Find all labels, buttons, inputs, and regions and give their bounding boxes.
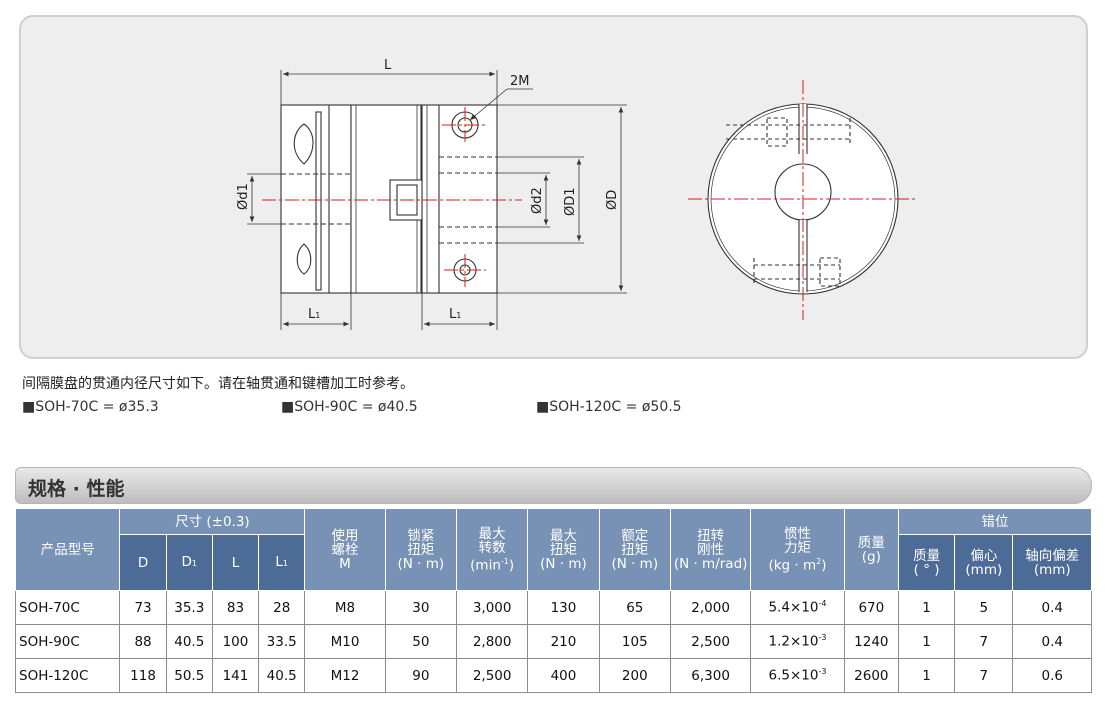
cell-L: 100 <box>211 624 260 659</box>
cell-L1: 40.5 <box>258 658 306 693</box>
teardrop-cutout-top <box>293 123 314 165</box>
table-row: SOH-120C 118 50.5 141 40.5 M12 90 2,500 … <box>14 658 1092 693</box>
bore-note: 间隔膜盘的贯通内径尺寸如下。请在轴贯通和键槽加工时参考。 <box>22 376 414 392</box>
header-rated-torque: 额定扭矩(N · m) <box>598 508 671 591</box>
header-dimensions: 尺寸 (±0.3) <box>119 508 306 535</box>
cell-axial: 0.4 <box>1012 624 1092 659</box>
section-header: 规格 · 性能 <box>15 467 1092 504</box>
dim-L1-left-label: L1 <box>308 307 320 322</box>
header-D1: D1 <box>165 534 213 591</box>
dim-2M-label: 2M <box>510 74 530 89</box>
dim-d2-label: Ød2 <box>530 187 545 214</box>
end-centerlines <box>688 80 918 320</box>
cell-max-speed: 3,000 <box>455 590 529 625</box>
header-max-speed: 最大转数(min-1) <box>455 508 529 591</box>
cell-rated-torque: 105 <box>598 624 671 659</box>
header-L1: L1 <box>258 534 306 591</box>
dim-D-label: ØD <box>605 190 620 210</box>
cell-D1: 40.5 <box>165 624 213 659</box>
header-L: L <box>211 534 260 591</box>
cell-angular: 1 <box>897 658 956 693</box>
side-dimension-labels: L 2M L1 L1 Ød1 Ød2 ØD1 ØD <box>236 58 620 322</box>
cell-max-speed: 2,500 <box>455 658 529 693</box>
dim-d1-label: Ød1 <box>236 183 251 210</box>
dim-L1-right-label: L1 <box>449 307 461 322</box>
cell-max-torque: 400 <box>527 658 600 693</box>
header-torsional-stiffness: 扭转刚性(N · m/rad) <box>669 508 752 591</box>
cell-model: SOH-90C <box>14 624 121 659</box>
cell-eccentric: 5 <box>954 590 1014 625</box>
cell-axial: 0.4 <box>1012 590 1092 625</box>
cell-axial: 0.6 <box>1012 658 1092 693</box>
cell-eccentric: 7 <box>954 624 1014 659</box>
cell-stiffness: 2,000 <box>669 590 752 625</box>
header-max-torque: 最大扭矩(N · m) <box>527 508 600 591</box>
cell-L: 83 <box>211 590 260 625</box>
bore-size-soh-90c: ■SOH-90C = ø40.5 <box>281 399 418 415</box>
cell-model: SOH-70C <box>14 590 121 625</box>
dim-D1-label: ØD1 <box>563 187 578 216</box>
cell-L1: 28 <box>258 590 306 625</box>
bore-size-soh-70c: ■SOH-70C = ø35.3 <box>22 399 159 415</box>
cell-bolt: M8 <box>304 590 386 625</box>
cell-bolt: M10 <box>304 624 386 659</box>
cell-lock-torque: 90 <box>384 658 458 693</box>
teardrop-cutout-bottom <box>296 243 312 275</box>
cell-lock-torque: 30 <box>384 590 458 625</box>
cell-mass: 670 <box>843 590 899 625</box>
header-misalignment: 错位 <box>897 508 1093 535</box>
cell-L1: 33.5 <box>258 624 306 659</box>
header-eccentric: 偏心(mm) <box>954 534 1014 591</box>
cell-model: SOH-120C <box>14 658 121 693</box>
cell-inertia: 1.2×10-3 <box>750 624 845 659</box>
cell-D: 73 <box>119 590 167 625</box>
clamp-slit <box>315 111 322 291</box>
header-inertia: 惯性力矩(kg · m2) <box>750 508 845 591</box>
header-mass: 质量(g) <box>843 508 899 591</box>
cell-mass: 1240 <box>843 624 899 659</box>
coupling-drawing: L 2M L1 L1 Ød1 Ød2 ØD1 ØD <box>236 58 918 330</box>
side-dimensions <box>247 70 627 330</box>
drawing-panel: L 2M L1 L1 Ød1 Ød2 ØD1 ØD <box>19 15 1088 359</box>
cell-stiffness: 2,500 <box>669 624 752 659</box>
cell-mass: 2600 <box>843 658 899 693</box>
cell-inertia: 6.5×10-3 <box>750 658 845 693</box>
cell-max-speed: 2,800 <box>455 624 529 659</box>
cell-max-torque: 130 <box>527 590 600 625</box>
table-row: SOH-90C 88 40.5 100 33.5 M10 50 2,800 21… <box>14 624 1092 659</box>
header-lock-torque: 锁紧扭矩(N · m) <box>384 508 458 591</box>
cell-D: 88 <box>119 624 167 659</box>
cell-bolt: M12 <box>304 658 386 693</box>
cell-rated-torque: 65 <box>598 590 671 625</box>
header-angular: 质量( ° ) <box>897 534 956 591</box>
cell-angular: 1 <box>897 590 956 625</box>
cell-lock-torque: 50 <box>384 624 458 659</box>
cell-L: 141 <box>211 658 260 693</box>
cell-max-torque: 210 <box>527 624 600 659</box>
table-row: SOH-70C 73 35.3 83 28 M8 30 3,000 130 65… <box>14 590 1092 625</box>
bore-size-soh-120c: ■SOH-120C = ø50.5 <box>536 399 682 415</box>
cell-stiffness: 6,300 <box>669 658 752 693</box>
header-model: 产品型号 <box>14 508 121 591</box>
section-title: 规格 · 性能 <box>28 478 125 500</box>
cell-D1: 35.3 <box>165 590 213 625</box>
side-centerlines <box>262 107 522 287</box>
cell-rated-torque: 200 <box>598 658 671 693</box>
header-axial: 轴向偏差(mm) <box>1012 534 1092 591</box>
cell-D1: 50.5 <box>165 658 213 693</box>
cell-inertia: 5.4×10-4 <box>750 590 845 625</box>
cell-angular: 1 <box>897 624 956 659</box>
side-view <box>280 104 498 294</box>
cell-D: 118 <box>119 658 167 693</box>
cell-eccentric: 7 <box>954 658 1014 693</box>
dim-L-label: L <box>384 58 392 73</box>
header-D: D <box>119 534 167 591</box>
